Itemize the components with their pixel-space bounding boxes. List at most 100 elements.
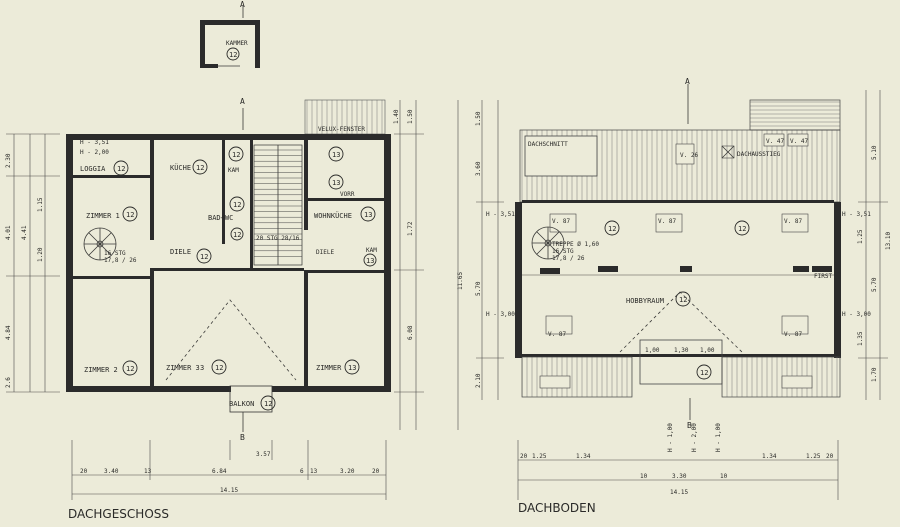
vorr-label: VORR [340,191,355,198]
svg-text:3: 3 [200,364,204,372]
dim-6: 6 [300,468,304,475]
first-label: FIRST [814,273,832,280]
r-v-135: 1.35 [857,331,864,346]
r-v-570-l: 5.70 [475,281,482,296]
v47-a: V. 47 [766,138,784,145]
kueche-label: KÜCHE [170,163,191,172]
v-115: 1.15 [37,197,44,212]
section-a-top-marker: A [240,0,245,9]
loggia-label: LOGGIA [80,165,106,173]
v-172: 1.72 [407,221,414,236]
zimmer1-height: 12 [126,211,134,219]
right-h351-r: H - 3,51 [842,211,871,218]
section-b-marker: B [240,433,245,442]
v26-label: V. 26 [680,152,698,159]
zimmer4-height: 13 [348,364,356,372]
right-h300-r: H - 3,00 [842,311,871,318]
dim-20-b: 20 [372,468,380,475]
straight-stair [253,144,303,266]
v87-e: V. 87 [784,331,802,338]
dim-13-b: 13 [310,468,318,475]
dim-130: 1,30 [674,347,689,354]
v-484: 4.84 [5,325,12,340]
roof-slope-line [165,299,297,381]
v87-d: V. 87 [548,331,566,338]
right-h-2: 12 [738,225,746,233]
right-h-3: 12 [700,369,708,377]
bad-label: BAD+WC [208,214,233,222]
hobbyraum-label: HOBBYRAUM [626,297,664,305]
right-stair-ratio: 17,8 / 26 [552,255,585,262]
hobbyraum-height: 12 [679,296,687,304]
zimmer2-label: ZIMMER 2 [84,366,118,374]
zimmer3-height: 12 [215,364,223,372]
r-dim-125-b: 1.25 [806,453,821,460]
dachboden-plan: A DACHSCHNITT V. 26 DACHAUSSTIEG V. 47 V… [475,77,892,515]
dachboden-title: DACHBODEN [518,501,596,515]
dim-100-a: 1,00 [645,347,660,354]
r-dim-20-a: 20 [520,453,528,460]
r-v-570: 5.70 [871,277,878,292]
wohnkueche-height: 13 [364,211,372,219]
kam2-label: KAM [366,247,377,254]
balkon-height: 12 [264,400,272,408]
v-608: 6.08 [407,325,414,340]
dim-total-left: 14.15 [220,487,238,494]
v-230: 2.30 [5,153,12,168]
kammer-detail: KAMMER 12 A [200,0,260,68]
v-150: 1.50 [407,109,414,124]
right-stair-count: 16 STG [552,248,574,255]
v-1165: 11.65 [457,272,464,290]
wohn-top-height: 13 [332,151,340,159]
spiral-stair-left [83,227,117,261]
diele2-label: DIELE [316,249,334,256]
kam-label: KAM [228,167,239,174]
right-h351-l: H - 3,51 [486,211,515,218]
zimmer1-label: ZIMMER 1 [86,212,120,220]
r-dim-10-b: 10 [720,473,728,480]
h100-a: H - 1,00 [667,423,674,452]
v87-b: V. 87 [658,218,676,225]
wc-height: 12 [233,231,241,239]
wohnkueche-label: WOHNKÜCHE [314,211,352,220]
section-a-marker: A [240,97,245,106]
kammer-height-value: 12 [229,51,237,59]
dim-20-a: 20 [80,468,88,475]
dim-320: 3.20 [340,468,355,475]
r-dim-20-b: 20 [826,453,834,460]
kueche-height: 12 [196,164,204,172]
diele-label: DIELE [170,248,191,256]
zimmer4-label: ZIMMER [316,364,342,372]
r-v-170: 1.70 [871,367,878,382]
r-dim-134-b: 1.34 [762,453,777,460]
left-stair-count: 16 STG [104,250,126,257]
zimmer3-label: ZIMMER 3 [166,364,200,372]
velux-window [304,99,386,135]
v-140: 1.40 [393,109,400,124]
velux-label: VELUX-FENSTER [318,126,365,133]
dim-340: 3.40 [104,468,119,475]
r-dim-125-a: 1.25 [532,453,547,460]
dachausstieg-label: DACHAUSSTIEG [737,151,781,158]
spiral-stair-right [531,226,565,260]
height-200-left: H - 2,00 [80,149,109,156]
ridge-line [619,291,743,353]
v-441: 4.41 [21,225,28,240]
loggia-height: 12 [117,165,125,173]
r-v-125: 1.25 [857,229,864,244]
right-h300-l: H - 3,00 [486,311,515,318]
r-v-210: 2.10 [475,373,482,388]
diele-height: 12 [200,253,208,261]
zimmer2-height: 12 [126,365,134,373]
treppe-label: TREPPE Ø 1,60 [552,241,599,248]
r-dim-10-a: 10 [640,473,648,480]
right-section-a: A [685,77,690,86]
kam2-height: 13 [366,257,374,265]
r-v-150: 1.50 [475,111,482,126]
left-stair-ratio: 17,8 / 26 [104,257,137,264]
dachgeschoss-title: DACHGESCHOSS [68,507,169,521]
v-26: 2.6 [5,377,12,388]
roof-bottom-right [721,356,841,398]
kammer-height-marker [226,47,240,61]
